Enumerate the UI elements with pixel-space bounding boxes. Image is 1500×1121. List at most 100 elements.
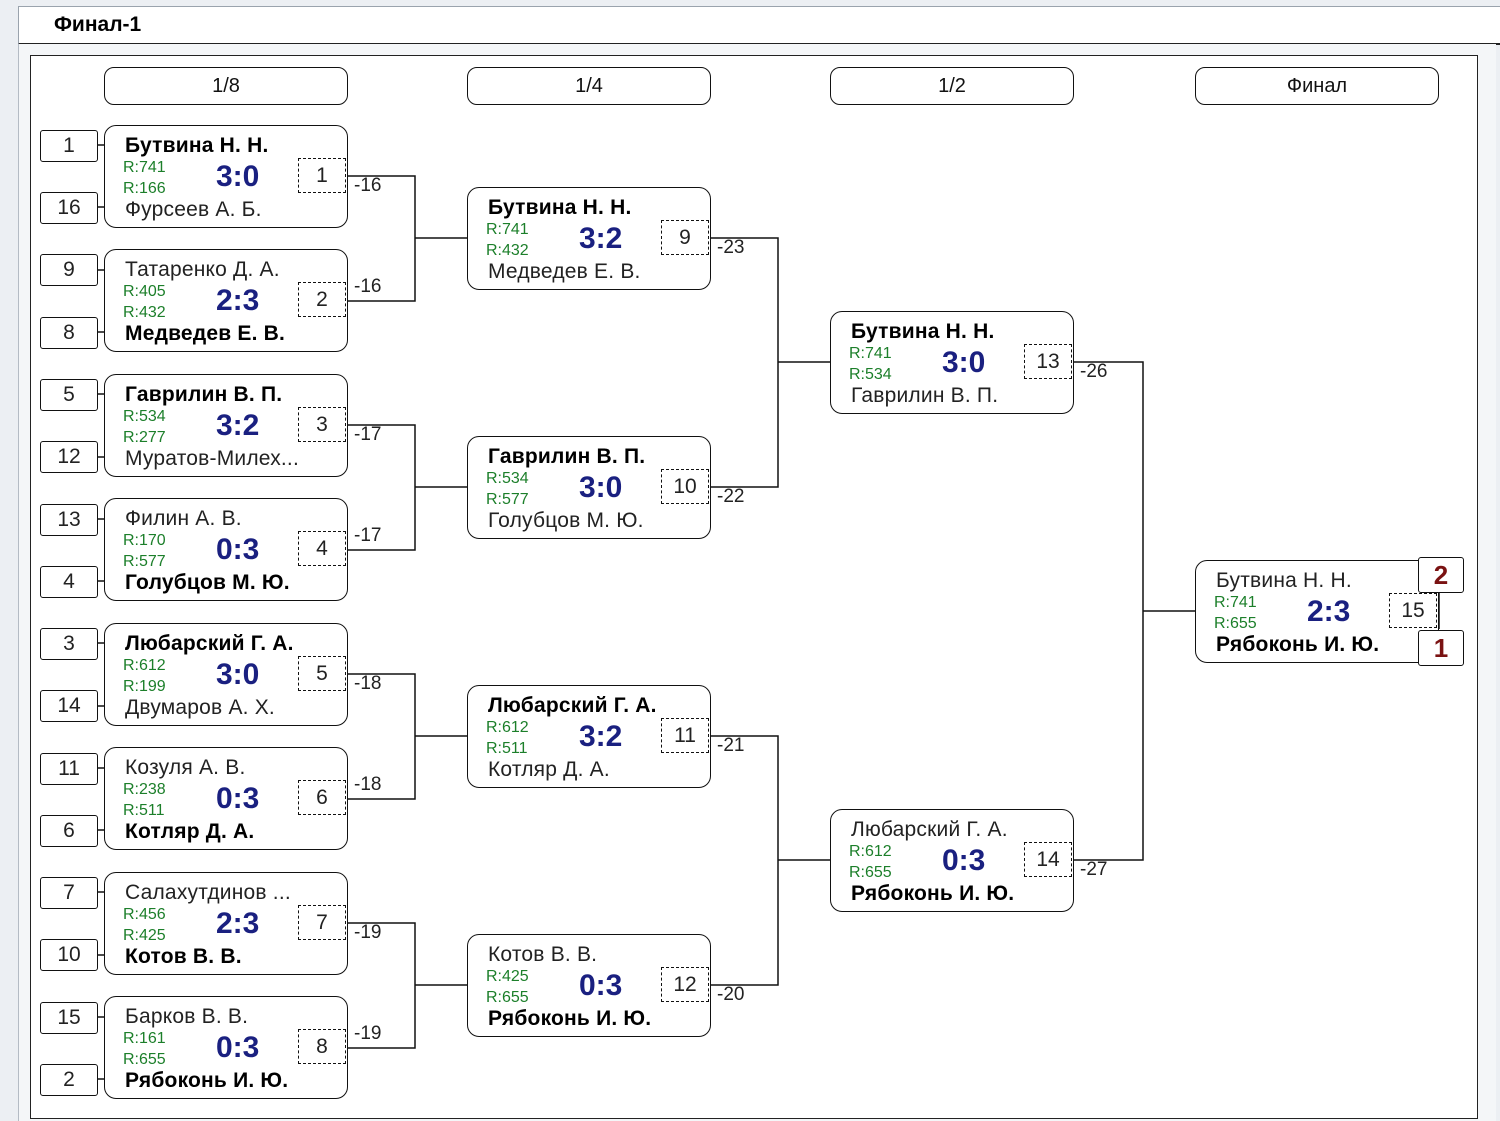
player-1-name: Любарский Г. А. [125,632,294,655]
player-1-name: Котов В. В. [488,943,598,966]
match-number: 6 [298,780,346,815]
round-header-3: 1/2 [830,67,1074,105]
player-1-name: Гаврилин В. П. [125,383,283,406]
match-number: 8 [298,1029,346,1064]
loser-destination: -17 [354,525,382,546]
player-2-name: Голубцов М. Ю. [125,571,290,594]
seed-number: 10 [40,939,98,971]
match-number: 9 [661,220,709,255]
player-1-rating: R:170 [123,532,166,549]
player-1-rating: R:741 [849,345,892,362]
player-1-rating: R:612 [486,719,529,736]
match-number: 1 [298,158,346,193]
match-score: 3:2 [579,720,623,753]
match-number: 5 [298,656,346,691]
player-1-rating: R:534 [123,408,166,425]
seed-number: 7 [40,877,98,909]
round-header-4: Финал [1195,67,1439,105]
player-2-rating: R:534 [849,366,892,383]
loser-destination: -27 [1080,859,1108,880]
player-2-rating: R:655 [1214,615,1257,632]
player-1-rating: R:456 [123,906,166,923]
seed-number: 14 [40,690,98,722]
match-number: 7 [298,905,346,940]
player-2-rating: R:432 [486,242,529,259]
player-2-name: Медведев Е. В. [125,322,286,345]
match-score: 2:3 [216,284,260,317]
player-2-rating: R:655 [849,864,892,881]
match-score: 0:3 [216,533,260,566]
loser-destination: -18 [354,774,382,795]
loser-destination: -16 [354,175,382,196]
loser-destination: -26 [1080,361,1108,382]
seed-number: 4 [40,566,98,598]
player-1-name: Козуля А. В. [125,756,246,779]
player-1-name: Гаврилин В. П. [488,445,646,468]
player-2-rating: R:655 [486,989,529,1006]
match-number: 14 [1024,842,1072,877]
player-2-name: Котов В. В. [125,945,242,968]
player-2-name: Гаврилин В. П. [851,384,999,407]
player-2-name: Рябоконь И. Ю. [488,1007,652,1030]
player-2-name: Рябоконь И. Ю. [125,1069,289,1092]
match-number: 10 [661,469,709,504]
player-2-rating: R:425 [123,927,166,944]
player-2-name: Фурсеев А. Б. [125,198,262,221]
player-2-rating: R:577 [123,553,166,570]
loser-destination: -22 [717,486,745,507]
player-1-name: Бутвина Н. Н. [488,196,632,219]
match-score: 3:2 [579,222,623,255]
match-score: 0:3 [579,969,623,1002]
player-2-name: Рябоконь И. Ю. [1216,633,1380,656]
player-1-rating: R:425 [486,968,529,985]
match-number: 3 [298,407,346,442]
player-2-rating: R:577 [486,491,529,508]
player-2-rating: R:277 [123,429,166,446]
match-number: 11 [661,718,709,753]
match-score: 3:0 [579,471,623,504]
loser-destination: -19 [354,922,382,943]
seed-number: 16 [40,192,98,224]
match-number: 12 [661,967,709,1002]
seed-number: 12 [40,441,98,473]
seed-number: 1 [40,130,98,162]
seed-number: 6 [40,815,98,847]
player-1-rating: R:612 [849,843,892,860]
player-2-rating: R:199 [123,678,166,695]
player-1-name: Бутвина Н. Н. [1216,569,1352,592]
player-2-rating: R:511 [123,802,165,819]
player-2-name: Голубцов М. Ю. [488,509,644,532]
match-score: 3:0 [942,346,986,379]
seed-number: 5 [40,379,98,411]
player-2-name: Двумаров А. Х. [125,696,275,719]
match-number: 2 [298,282,346,317]
match-number: 15 [1389,593,1437,628]
player-2-rating: R:432 [123,304,166,321]
round-header-1: 1/8 [104,67,348,105]
player-2-name: Котляр Д. А. [488,758,610,781]
loser-destination: -21 [717,735,745,756]
player-2-rating: R:166 [123,180,166,197]
player-1-rating: R:238 [123,781,166,798]
match-score: 0:3 [216,782,260,815]
match-number: 4 [298,531,346,566]
window-title: Финал-1 [54,13,142,36]
player-1-rating: R:161 [123,1030,166,1047]
player-1-rating: R:741 [486,221,529,238]
